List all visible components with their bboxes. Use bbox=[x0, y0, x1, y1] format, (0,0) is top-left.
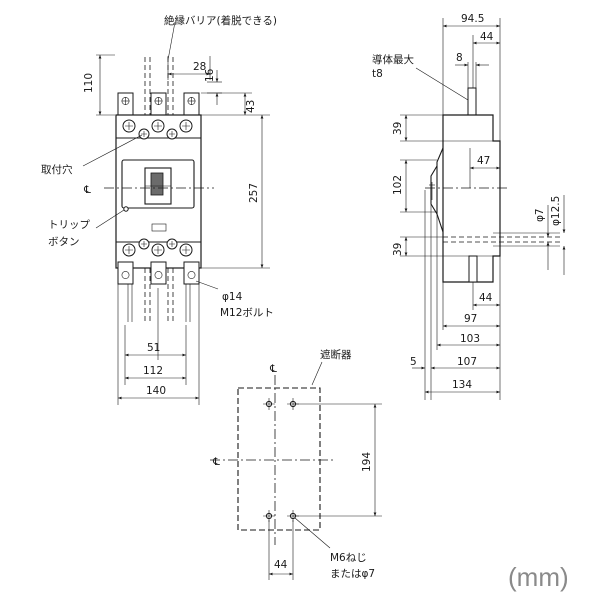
dim-257: 257 bbox=[248, 183, 260, 203]
handle-area bbox=[121, 159, 195, 232]
trip-button-label-2: ボタン bbox=[48, 236, 80, 248]
dim-94-5: 94.5 bbox=[461, 13, 484, 25]
dim-140: 140 bbox=[146, 385, 166, 397]
trip-button-icon bbox=[123, 206, 129, 212]
side-view-labels: 94.5 44 8 導体最大 t8 39 102 39 47 φ7 φ12.5 … bbox=[372, 13, 562, 391]
dim-28: 28 bbox=[193, 61, 206, 73]
cutout-label: 遮断器 bbox=[320, 348, 352, 361]
dim-8: 8 bbox=[456, 52, 463, 64]
dim-dia-7: φ7 bbox=[534, 208, 546, 222]
unit-label: (mm) bbox=[508, 562, 569, 592]
bolt-label: M12ボルト bbox=[220, 307, 274, 319]
mounting-hole-label: 取付穴 bbox=[41, 163, 73, 176]
trip-button-label-1: トリップ bbox=[48, 219, 90, 231]
dim-51: 51 bbox=[147, 342, 160, 354]
dim-43: 43 bbox=[245, 100, 257, 113]
dim-5: 5 bbox=[410, 356, 417, 368]
front-view-labels: 絶縁バリア(着脱できる) 取付穴 トリップ ボタン φ14 M12ボルト ℄ 1… bbox=[41, 14, 277, 397]
dim-side-top-44: 44 bbox=[480, 31, 494, 43]
panel-cutout-view bbox=[210, 361, 382, 580]
dim-102: 102 bbox=[392, 175, 404, 195]
upper-terminals bbox=[117, 92, 200, 116]
lower-terminals bbox=[117, 261, 200, 285]
front-view bbox=[82, 21, 270, 405]
dim-97: 97 bbox=[464, 313, 477, 325]
cutout-centerline-top: ℄ bbox=[269, 363, 277, 375]
bolt-dia-label: φ14 bbox=[222, 291, 243, 303]
dim-107: 107 bbox=[457, 356, 477, 368]
dim-dia-12-5: φ12.5 bbox=[550, 196, 562, 226]
cutout-labels: ℄ ℄ 遮断器 194 44 M6ねじ またはφ7 bbox=[212, 348, 375, 580]
front-centerline-label: ℄ bbox=[83, 184, 91, 196]
dim-103: 103 bbox=[460, 333, 480, 345]
barrier-label: 絶縁バリア(着脱できる) bbox=[164, 14, 277, 27]
dim-cutout-44: 44 bbox=[274, 559, 288, 571]
screw-alt-label: またはφ7 bbox=[330, 568, 375, 580]
dim-16: 16 bbox=[204, 68, 216, 82]
dim-39-upper: 39 bbox=[392, 122, 404, 135]
dim-side-bottom-44: 44 bbox=[479, 292, 493, 304]
side-view bbox=[400, 18, 566, 400]
cutout-centerline-left: ℄ bbox=[212, 456, 220, 468]
lower-terminal-screws bbox=[122, 238, 193, 257]
conductor-max-label: 導体最大 bbox=[372, 53, 414, 66]
screw-label: M6ねじ bbox=[330, 552, 367, 564]
upper-terminal-screws bbox=[122, 119, 193, 140]
dim-110: 110 bbox=[83, 73, 95, 93]
dim-134: 134 bbox=[452, 379, 472, 391]
dim-194: 194 bbox=[361, 452, 373, 472]
conductor-thickness-label: t8 bbox=[372, 68, 383, 80]
dim-112: 112 bbox=[143, 365, 163, 377]
dim-39-lower: 39 bbox=[392, 243, 404, 256]
dim-47: 47 bbox=[477, 155, 490, 167]
